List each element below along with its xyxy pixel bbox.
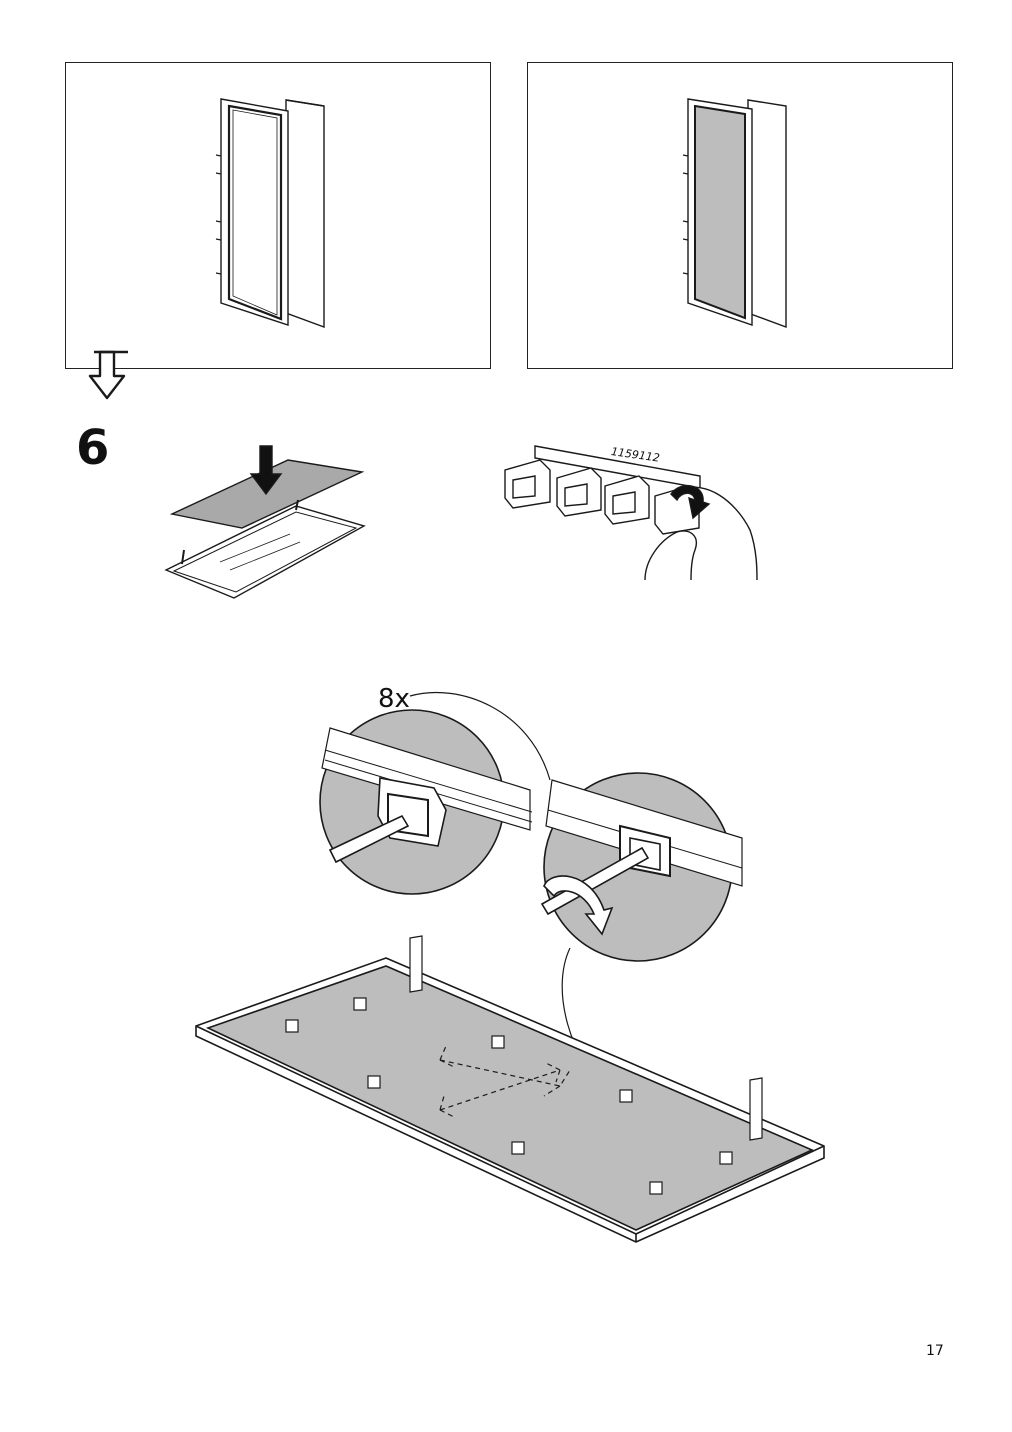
detail-circle-left — [319, 709, 533, 895]
illustration-panel-glass-door — [65, 62, 491, 369]
step-number: 6 — [76, 420, 110, 476]
clip-bracket — [504, 459, 551, 509]
screwdriver — [328, 814, 410, 864]
page-number: 17 — [926, 1343, 944, 1359]
clip-bracket — [285, 1019, 299, 1033]
hand — [644, 486, 758, 581]
rotate-arrow-icon — [670, 484, 711, 520]
hinge-post — [749, 1077, 763, 1141]
cabinet-glass-door-illustration — [215, 98, 325, 329]
clip-strip-illustration — [504, 445, 758, 581]
hinge-post — [409, 935, 423, 993]
continue-arrow-icon — [88, 350, 128, 400]
clip-bracket — [353, 997, 367, 1011]
clip-bracket — [719, 1151, 733, 1165]
clip-bracket — [367, 1075, 381, 1089]
cabinet-gray-door-illustration — [682, 98, 787, 329]
tray-clip-removal-illustration — [195, 692, 825, 1243]
illustration-panel-gray-door — [527, 62, 953, 369]
clip-bracket — [649, 1181, 663, 1195]
screwdriver — [540, 846, 650, 916]
down-arrow-icon — [249, 445, 283, 496]
rotate-arrow-icon — [543, 875, 614, 936]
clip-bracket — [556, 467, 602, 517]
clip-bracket — [604, 475, 650, 525]
tray-panel — [195, 957, 825, 1243]
glass-and-panel-illustration — [164, 445, 366, 599]
detail-circle-right — [540, 772, 743, 962]
clip-bracket — [619, 1089, 633, 1103]
clip-bracket — [511, 1141, 525, 1155]
quantity-label: 8x — [378, 684, 410, 714]
clip-bracket — [491, 1035, 505, 1049]
